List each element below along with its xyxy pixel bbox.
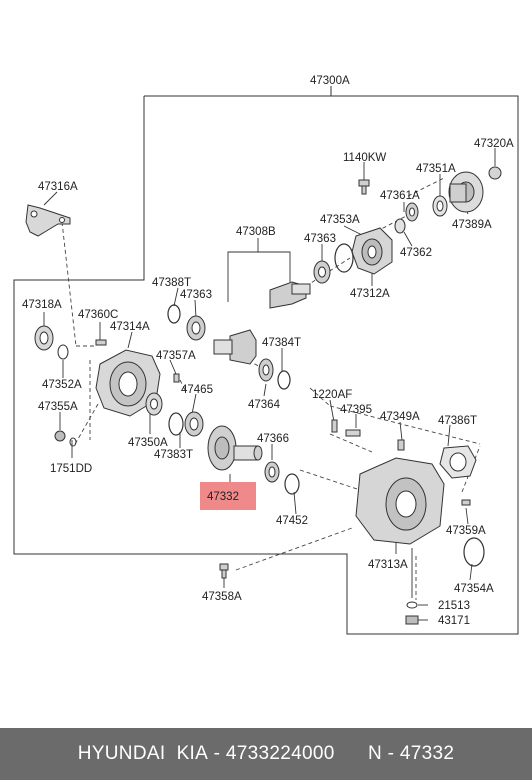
label-47395[interactable]: 47395: [340, 404, 372, 416]
label-47363-mid[interactable]: 47363: [180, 289, 212, 301]
part-47313A-case: [355, 457, 445, 545]
assembly-boundary: [13, 95, 519, 635]
part-47359A-pin: [461, 499, 471, 506]
label-47384T[interactable]: 47384T: [262, 337, 301, 349]
part-47465-bearing: [184, 411, 204, 437]
part-47316A-bracket: [25, 204, 71, 237]
label-47383T[interactable]: 47383T: [154, 449, 193, 461]
part-47388T-shim: [167, 304, 181, 324]
label-47316A[interactable]: 47316A: [38, 181, 78, 193]
part-47383T-shim: [168, 412, 184, 436]
footer-gap: [335, 743, 368, 765]
part-47358A-bolt: [219, 563, 229, 579]
label-47353A[interactable]: 47353A: [320, 214, 360, 226]
label-47351A[interactable]: 47351A: [416, 163, 456, 175]
label-47318A[interactable]: 47318A: [22, 299, 62, 311]
part-47318A-seal: [34, 325, 54, 351]
label-43171[interactable]: 43171: [438, 615, 470, 627]
part-info-footer: HYUNDAI KIA - 4733224000 N - 47332: [0, 728, 532, 780]
label-47332[interactable]: 47332: [207, 491, 239, 503]
label-47308B[interactable]: 47308B: [236, 226, 276, 238]
footer-code: N - 47332: [368, 743, 455, 764]
part-47332-gear-shaft: [207, 425, 263, 471]
part-47351A-flange: [448, 171, 484, 213]
exploded-parts-diagram: 47300A 47320A 1140KW 47351A 47316A 47361…: [13, 75, 519, 635]
highlight-box-47332: [200, 482, 256, 510]
part-47363-bearing-upper: [313, 260, 331, 284]
part-47360C-bolt: [95, 339, 107, 346]
part-21513-washer: [406, 601, 418, 609]
label-47355A[interactable]: 47355A: [38, 401, 78, 413]
part-47386T-gasket: [439, 445, 477, 479]
part-47308B-pinion-gear: [213, 281, 311, 365]
part-47354A-oring: [463, 537, 485, 567]
part-47320A-cap: [488, 166, 502, 180]
part-47353A-oring: [334, 243, 354, 273]
label-47361A[interactable]: 47361A: [380, 190, 420, 202]
label-47312A[interactable]: 47312A: [350, 288, 390, 300]
label-47389A[interactable]: 47389A: [452, 219, 492, 231]
label-47362[interactable]: 47362: [400, 247, 432, 259]
label-1140KW[interactable]: 1140KW: [343, 152, 386, 164]
label-47360C[interactable]: 47360C: [78, 309, 118, 321]
label-47363-top[interactable]: 47363: [304, 233, 336, 245]
part-47364-bearing: [258, 358, 274, 382]
part-47357A-pin: [173, 373, 180, 383]
label-47465[interactable]: 47465: [181, 384, 213, 396]
part-47314A-housing: [95, 349, 161, 417]
label-47313A[interactable]: 47313A: [368, 559, 408, 571]
part-47312A-cover: [351, 227, 393, 275]
label-1751DD[interactable]: 1751DD: [50, 463, 92, 475]
part-47395-clip: [345, 429, 361, 437]
label-47314A[interactable]: 47314A: [110, 321, 150, 333]
part-47366-bearing: [264, 461, 280, 483]
label-1220AF[interactable]: 1220AF: [312, 389, 352, 401]
part-labels: 47300A 47320A 1140KW 47351A 47316A 47361…: [22, 75, 514, 627]
label-47359A[interactable]: 47359A: [446, 525, 486, 537]
label-47349A[interactable]: 47349A: [380, 411, 420, 423]
part-47452-ring: [284, 473, 300, 495]
part-47355A-nut: [54, 430, 66, 442]
part-47362-spacer: [394, 218, 406, 234]
label-47354A[interactable]: 47354A: [454, 583, 494, 595]
label-47364[interactable]: 47364: [248, 399, 281, 411]
label-47352A[interactable]: 47352A: [42, 379, 82, 391]
footer-part-number: 4733224000: [225, 743, 335, 764]
part-47361A-bearing: [405, 202, 419, 222]
label-47320A[interactable]: 47320A: [474, 138, 514, 150]
part-1220AF-bolt: [331, 419, 338, 433]
part-47363-bearing-lower: [186, 315, 206, 341]
label-47357A[interactable]: 47357A: [156, 350, 196, 362]
part-47352A-ring: [57, 344, 69, 360]
label-47350A[interactable]: 47350A: [128, 437, 168, 449]
label-47388T[interactable]: 47388T: [152, 277, 191, 289]
footer-separator: -: [208, 743, 226, 764]
part-47389A-seal: [432, 195, 448, 217]
part-43171-plug: [405, 615, 419, 625]
part-1751DD-washer: [69, 437, 77, 447]
label-47386T[interactable]: 47386T: [438, 415, 477, 427]
label-21513[interactable]: 21513: [438, 600, 470, 612]
part-47384T-shim: [277, 370, 291, 390]
footer-brand: HYUNDAI KIA: [77, 743, 209, 764]
part-47350A-seal: [145, 392, 163, 416]
part-1140KW-bolt: [358, 179, 370, 195]
part-47349A-breather: [397, 439, 405, 451]
label-47300A[interactable]: 47300A: [310, 75, 350, 87]
label-47452[interactable]: 47452: [276, 515, 308, 527]
label-47358A[interactable]: 47358A: [202, 591, 242, 603]
label-47366[interactable]: 47366: [257, 433, 289, 445]
